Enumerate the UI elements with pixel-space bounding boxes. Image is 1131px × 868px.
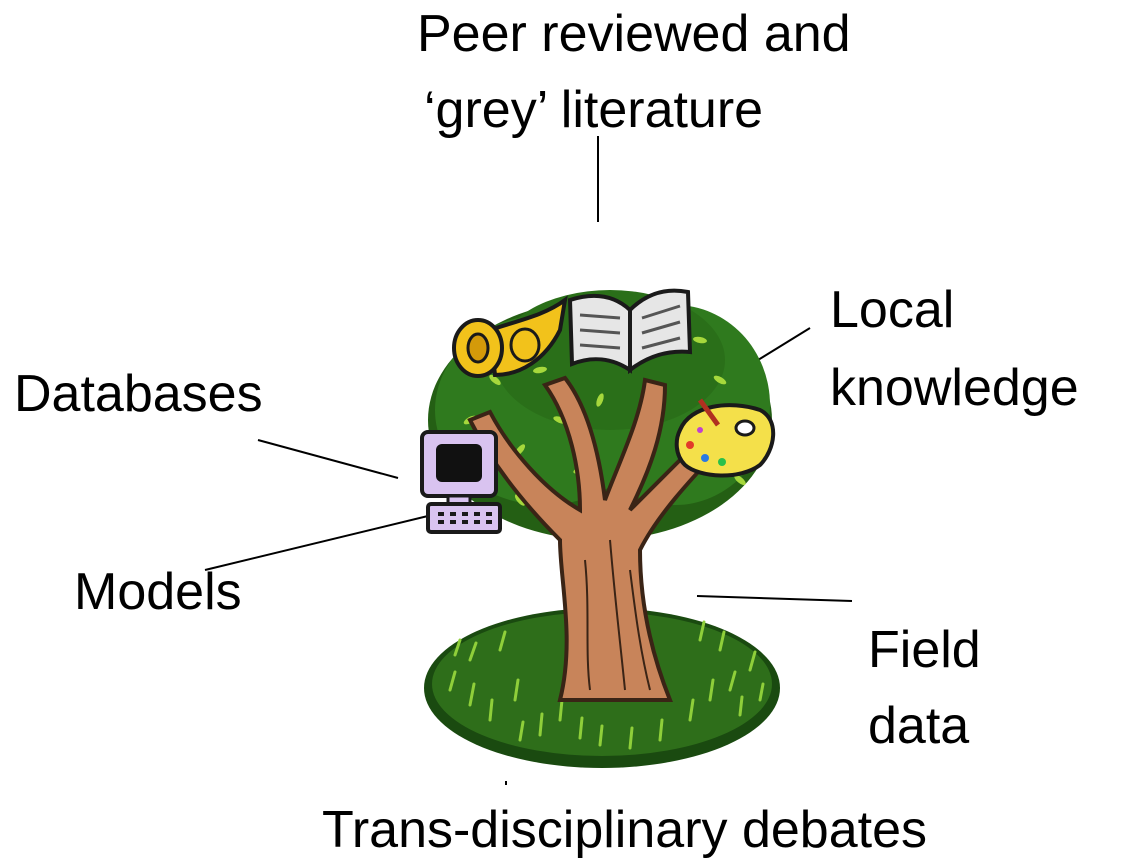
- computer-icon: [420, 430, 502, 534]
- label-peer-reviewed-line2: ‘grey’ literature: [424, 81, 764, 139]
- connector-databases: [257, 439, 399, 479]
- label-peer-reviewed-line1: Peer reviewed and: [417, 5, 851, 63]
- label-databases: Databases: [14, 365, 263, 423]
- label-debates: Trans-disciplinary debates: [322, 801, 928, 859]
- horn-icon: [452, 295, 568, 378]
- label-local-line1: Local: [830, 281, 955, 339]
- palette-icon: [674, 398, 776, 478]
- connector-field-data: [696, 595, 853, 602]
- book-icon: [567, 288, 693, 375]
- connector-models: [204, 514, 433, 571]
- label-models: Models: [74, 563, 242, 621]
- label-local-line2: knowledge: [830, 359, 1079, 417]
- label-field-line1: Field: [868, 621, 981, 679]
- label-field-line2: data: [868, 697, 970, 755]
